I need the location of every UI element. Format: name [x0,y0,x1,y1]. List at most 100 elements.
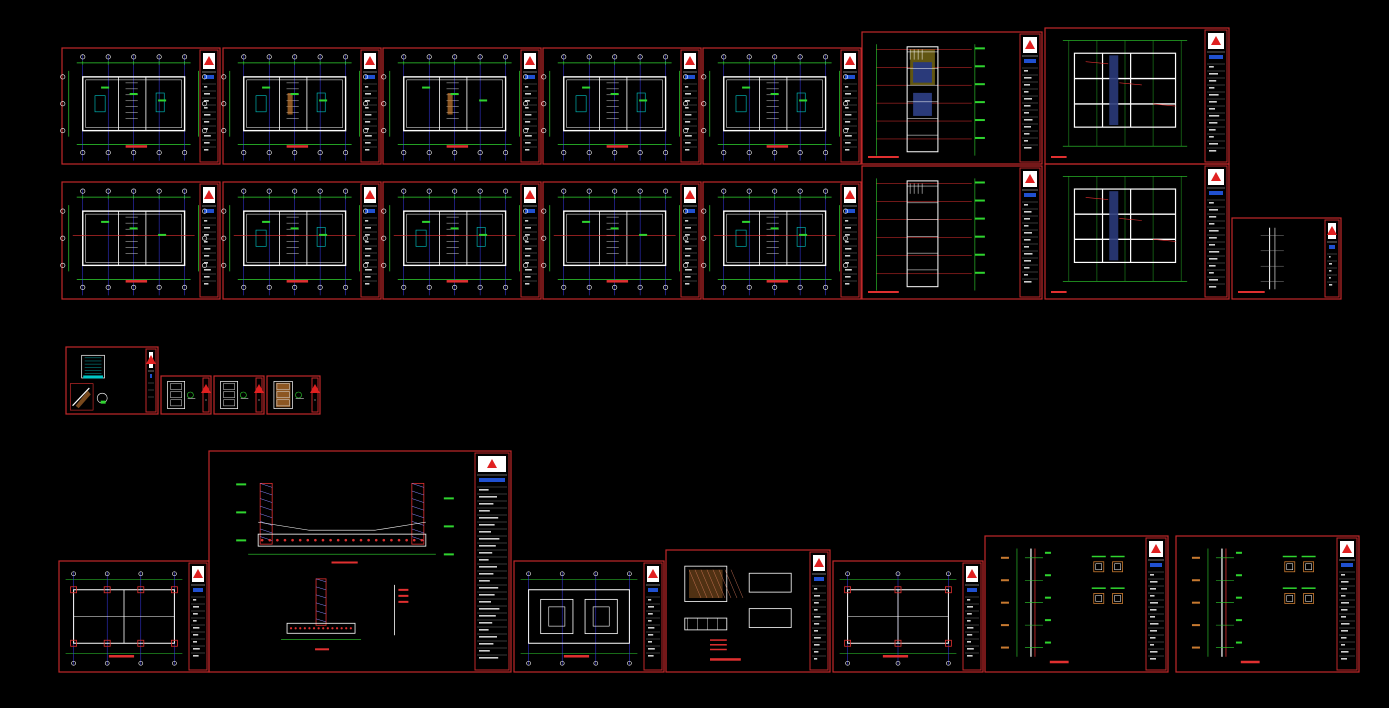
sheet-border [861,31,1043,165]
sheet-door-detail[interactable] [266,375,321,415]
sheet-column-detail[interactable] [984,535,1169,673]
title-block-text [365,149,370,151]
title-block-text [204,248,211,250]
title-block-text [365,220,369,222]
grid-bubble [452,284,458,290]
grid-bubble [221,128,227,134]
grid-bubble [637,284,643,290]
title-block-text [193,599,197,601]
rebar-dot [412,538,416,542]
grid-bubble [523,128,529,134]
slab-panel [584,598,618,635]
sheet-slab-plan[interactable] [513,560,665,673]
sheet-elevation[interactable] [861,31,1043,165]
grid-bubble [381,101,387,107]
title-block [809,551,829,671]
title-block-text [1024,281,1032,283]
title-block-text [479,643,494,645]
sheet-wall-detail[interactable] [1231,217,1342,300]
sheet-section[interactable] [1044,27,1230,165]
dim-label [1110,555,1125,558]
title-block-text [204,220,208,222]
sheet-floor-plan[interactable] [541,47,702,165]
title-block-text [1209,265,1216,267]
furniture [796,227,806,247]
interior-wall [406,213,503,263]
grid-bubble [138,571,144,577]
sheet-elevation[interactable] [861,165,1043,300]
drawing-caption [710,658,741,661]
drawing-caption [1240,660,1260,664]
sheet-floor-plan[interactable] [221,47,382,165]
title-block-text [1024,147,1032,149]
dim-label [1235,551,1242,554]
stair-landing [287,93,293,115]
title-block-stripe [845,75,855,79]
sheet-floor-plan[interactable] [221,181,382,300]
grid-bubble [772,188,778,194]
stair-section-frame [69,383,94,411]
sheet-floor-plan[interactable] [60,47,221,165]
stair-hatch [75,390,91,409]
title-block-text [685,135,692,137]
sheet-floor-plan[interactable] [381,47,542,165]
logo-icon [310,384,320,393]
column-section-detail [1112,561,1123,573]
stair-shaft [1109,55,1119,126]
sheet-door-detail[interactable] [160,375,212,415]
title-block-text [1024,260,1031,262]
facade [906,180,939,288]
grid-bubble [363,74,369,80]
sheet-beam-detail[interactable] [665,549,831,673]
sheet-floor-plan[interactable] [541,181,702,300]
grid-bubble [156,54,162,60]
title-block-text [814,595,820,597]
stair-plan [81,354,105,379]
title-block-text [479,510,490,512]
sheet-floor-plan[interactable] [381,181,542,300]
stirrup [1305,595,1312,602]
title-block-stripe [648,588,658,592]
drawing-caption [766,145,789,148]
title-block-text [204,107,208,109]
logo-icon [685,56,695,65]
sheet-stair-detail[interactable] [65,346,159,415]
sheet-floor-plan[interactable] [60,181,221,300]
level-label [443,525,454,528]
grid-bubble [843,101,849,107]
grid-bubble [138,660,144,666]
foundation-outline [528,589,630,644]
grid-bubble [946,571,951,577]
title-block [202,377,210,413]
grid-bubble [266,150,272,156]
column-section [411,482,425,545]
grid-bubble [477,54,483,60]
rebar-dot [289,627,293,630]
room-label [158,233,167,236]
sheet-column-detail[interactable] [1175,535,1360,673]
door-leaf [275,382,291,408]
room-label [770,93,779,96]
grid-bubble [266,284,272,290]
sheet-door-detail[interactable] [213,375,265,415]
title-block-text [845,248,852,250]
column-section-detail [1284,561,1296,573]
sheet-roof-plan[interactable] [832,560,984,673]
grid-bubble [343,188,349,194]
sheet-floor-plan[interactable] [701,47,862,165]
dim-label [1235,596,1242,599]
sheet-foundation-section[interactable] [208,450,512,673]
grid-bubble [721,150,727,156]
title-block-text [1209,101,1217,103]
sheet-section[interactable] [1044,163,1230,300]
grid-bubble [612,54,618,60]
footing [103,639,111,647]
footing-detail [286,622,356,634]
sheet-floor-plan[interactable] [701,181,862,300]
logo-icon [1342,544,1352,553]
title-block-text [685,241,689,243]
sheet-foundation-plan[interactable] [58,560,210,673]
grid-bubble [292,188,298,194]
grid-bubble [381,262,387,268]
